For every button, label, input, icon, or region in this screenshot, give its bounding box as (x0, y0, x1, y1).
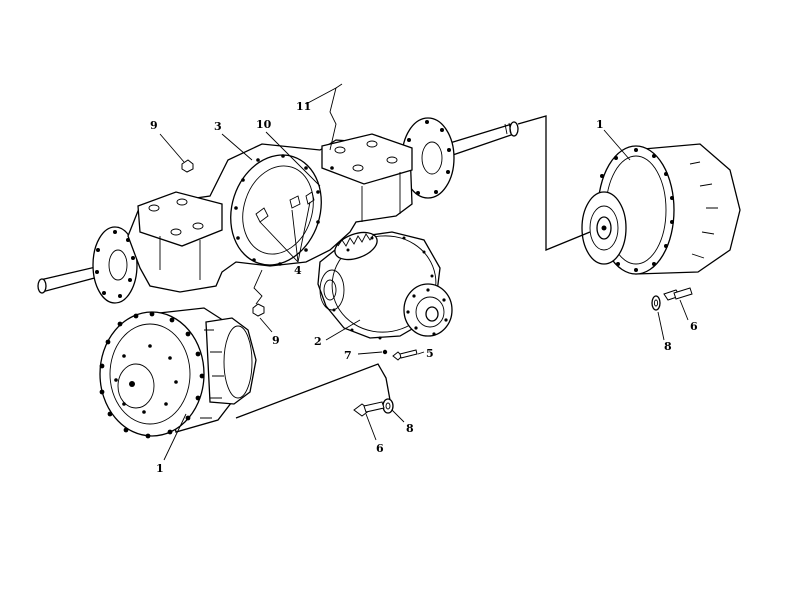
leader-lines (159, 83, 689, 461)
callout-3: 3 (214, 120, 222, 133)
callout-8-bottom: 8 (406, 422, 414, 435)
callout-4: 4 (294, 264, 302, 277)
callout-1-right: 1 (596, 118, 604, 131)
wheel-hub-left (99, 307, 257, 439)
callout-2: 2 (314, 335, 322, 348)
callout-5: 5 (426, 347, 434, 360)
differential-carrier (317, 231, 453, 340)
callout-10: 10 (256, 118, 272, 131)
axle-housing (37, 117, 519, 304)
wheel-hub-right (581, 143, 741, 275)
callout-11: 11 (296, 100, 311, 113)
callout-9-mid: 9 (272, 334, 280, 347)
callout-6-bottom: 6 (376, 442, 384, 455)
callout-7: 7 (344, 349, 352, 362)
callout-1-left: 1 (156, 462, 164, 475)
callout-9-top: 9 (150, 119, 158, 132)
fasteners (181, 159, 693, 417)
callout-labels: 1 1 2 3 4 5 6 6 7 8 8 9 9 10 11 (150, 100, 698, 475)
callout-6-right: 6 (690, 320, 698, 333)
callout-8-right: 8 (664, 340, 672, 353)
